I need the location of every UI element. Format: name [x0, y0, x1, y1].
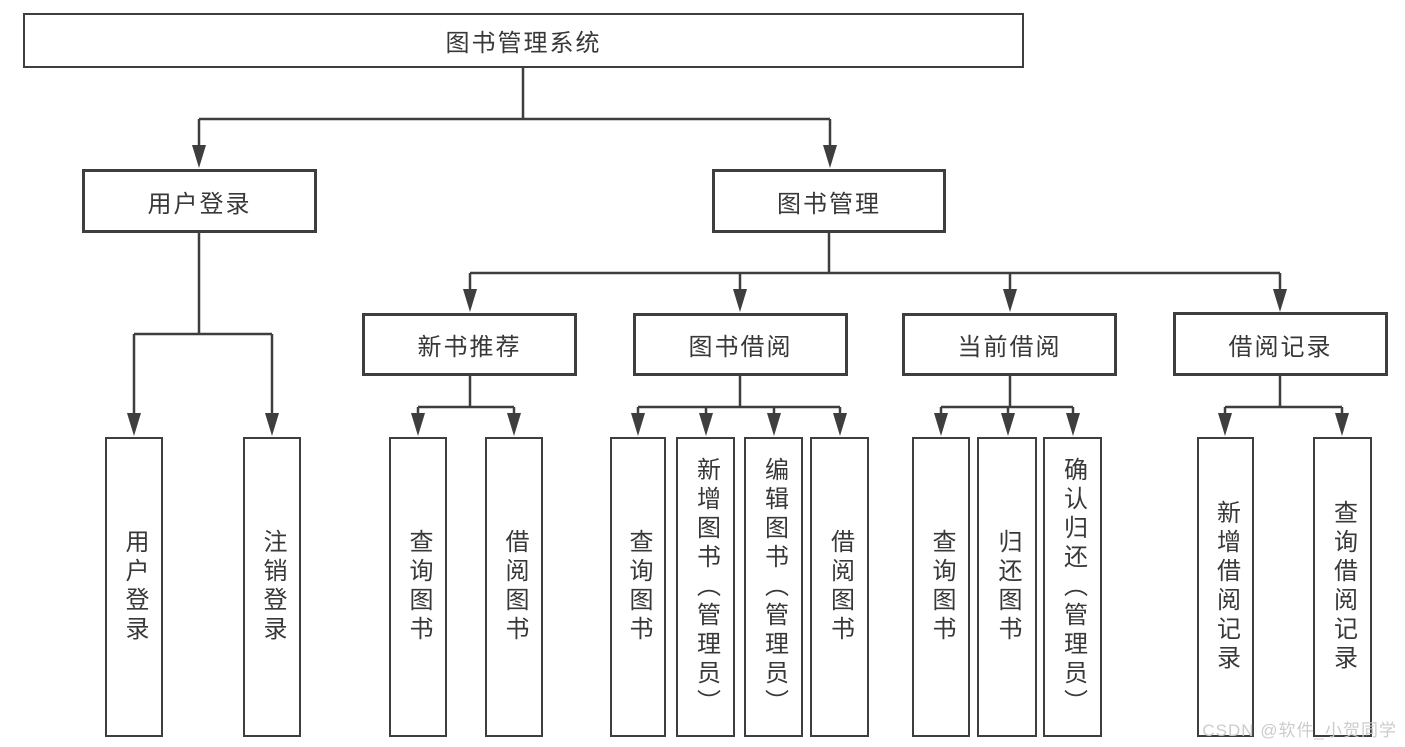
node-label: 当前借阅	[957, 334, 1062, 361]
leaf-label: 借阅图书	[826, 529, 854, 645]
leaf-query-books-recommend: 查询图书	[389, 437, 447, 737]
leaf-label: 归还图书	[994, 529, 1021, 645]
node-new-book-recommendation: 新书推荐	[362, 313, 577, 376]
leaf-label: 新增图书（管理员）	[692, 456, 720, 718]
leaf-label: 注销登录	[259, 529, 286, 645]
node-label: 新书推荐	[417, 334, 522, 361]
leaf-label: 用户登录	[121, 529, 148, 645]
leaf-label: 编辑图书（管理员）	[760, 456, 788, 718]
leaf-label: 查询借阅记录	[1329, 500, 1357, 674]
leaf-borrow-books-recommend: 借阅图书	[485, 437, 543, 737]
node-label: 借阅记录	[1228, 333, 1333, 361]
leaf-edit-books-admin: 编辑图书（管理员）	[744, 437, 803, 737]
leaf-label: 查询图书	[928, 529, 955, 645]
leaf-label: 新增借阅记录	[1212, 500, 1240, 674]
node-current-borrowing: 当前借阅	[902, 313, 1117, 376]
node-borrowing-records: 借阅记录	[1173, 312, 1388, 376]
leaf-borrow-books: 借阅图书	[810, 437, 869, 737]
leaf-label: 确认归还（管理员）	[1059, 456, 1087, 718]
leaf-label: 查询图书	[625, 529, 652, 645]
node-library-system: 图书管理系统	[23, 13, 1024, 68]
leaf-logout: 注销登录	[243, 437, 301, 737]
leaf-user-login: 用户登录	[105, 437, 163, 737]
node-book-management: 图书管理	[712, 169, 946, 233]
csdn-watermark: CSDN @软件_小贺同学	[1202, 721, 1397, 740]
arrowheads	[127, 145, 1349, 436]
leaf-return-books: 归还图书	[977, 437, 1037, 737]
node-book-borrowing: 图书借阅	[633, 313, 848, 376]
leaf-query-borrow-record: 查询借阅记录	[1313, 437, 1372, 737]
node-user-login: 用户登录	[82, 169, 317, 233]
leaf-query-books-borrow: 查询图书	[610, 437, 666, 737]
leaf-confirm-return-admin: 确认归还（管理员）	[1043, 437, 1102, 737]
node-label: 图书管理	[777, 190, 881, 218]
node-label: 用户登录	[147, 190, 252, 218]
leaf-label: 查询图书	[405, 529, 432, 645]
leaf-add-books-admin: 新增图书（管理员）	[676, 437, 735, 737]
leaf-label: 借阅图书	[501, 529, 528, 645]
leaf-add-borrow-record: 新增借阅记录	[1197, 437, 1254, 737]
node-label: 图书管理系统	[445, 30, 602, 57]
leaf-query-books-current: 查询图书	[912, 437, 970, 737]
node-label: 图书借阅	[688, 334, 793, 361]
